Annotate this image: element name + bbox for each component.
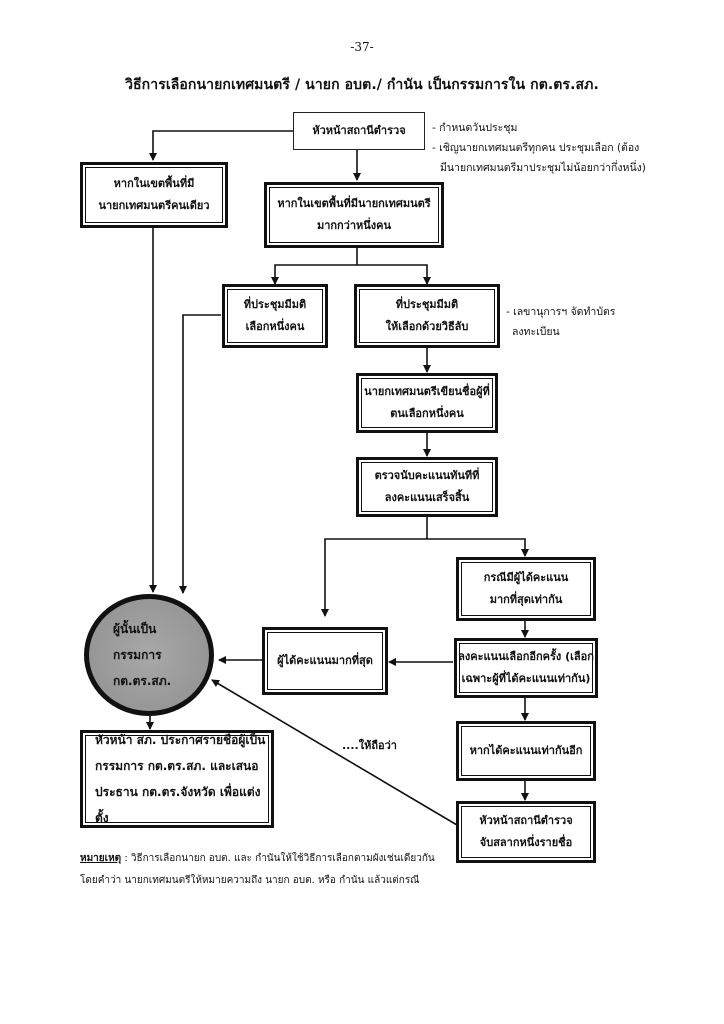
edge-resolve-one-to-member: [179, 314, 221, 594]
edge-split-to-resolve-one: [271, 264, 357, 285]
page-number: -37-: [350, 40, 374, 54]
edge-label-deemed: ....ให้ถือว่า: [342, 739, 397, 752]
node-draw-lots: หัวหน้าสถานีตำรวจ จับสลากหนึ่งรายชื่อ: [456, 801, 596, 863]
footnote-line-1: : วิธีการเลือกนายก อบต. และ กำนันให้ใช้ว…: [121, 853, 435, 864]
node-station-head: หัวหน้าสถานีตำรวจ: [293, 112, 425, 150]
node-resolve-secret: ที่ประชุมมีมติ ให้เลือกด้วยวิธีลับ: [354, 284, 500, 348]
node-tie-case: กรณีมีผู้ได้คะแนน มากที่สุดเท่ากัน: [456, 557, 596, 621]
node-member-circle: ผู้นั้นเป็น กรรมการ กต.ตร.สภ.: [84, 594, 214, 716]
note-meeting: - กำหนดวันประชุม - เชิญนายกเทศมนตรีทุกคน…: [432, 122, 646, 174]
edge-draw-to-member: [211, 679, 458, 826]
note-secretary: - เลขานุการฯ จัดทำบัตร ลงทะเบียน: [506, 306, 616, 338]
footnote: หมายเหตุ : วิธีการเลือกนายก อบต. และ กำน…: [80, 848, 435, 892]
node-count-votes: ตรวจนับคะแนนทันทีที่ ลงคะแนนเสร็จสิ้น: [356, 457, 498, 517]
edge-count-to-tie: [427, 538, 529, 557]
node-revote: ลงคะแนนเลือกอีกครั้ง (เลือก เฉพาะผู้ที่ไ…: [454, 638, 598, 698]
node-write-name: นายกเทศมนตรีเขียนชื่อผู้ที่ ตนเลือกหนึ่ง…: [356, 373, 498, 433]
edge-split-to-resolve-secret: [357, 264, 431, 285]
footnote-label: หมายเหตุ: [80, 853, 122, 864]
edge-station-to-single: [149, 130, 293, 161]
node-single-mayor: หากในเขตพื้นที่มี นายกเทศมนตรีคนเดียว: [80, 162, 228, 228]
node-announce: หัวหน้า สภ. ประกาศรายชื่อผู้เป็น กรรมการ…: [80, 730, 274, 828]
page-title: วิธีการเลือกนายกเทศมนตรี / นายก อบต./ กำ…: [125, 77, 599, 93]
edge-count-to-most: [321, 538, 427, 617]
node-tie-again: หากได้คะแนนเท่ากันอีก: [456, 721, 596, 781]
node-resolve-one: ที่ประชุมมีมติ เลือกหนึ่งคน: [222, 284, 328, 348]
node-most-votes: ผู้ได้คะแนนมากที่สุด: [262, 627, 388, 695]
node-multi-mayor: หากในเขตพื้นที่มีนายกเทศมนตรี มากกว่าหนึ…: [264, 182, 444, 248]
footnote-line-2: โดยคำว่า นายกเทศมนตรีให้หมายความถึง นายก…: [80, 875, 420, 886]
